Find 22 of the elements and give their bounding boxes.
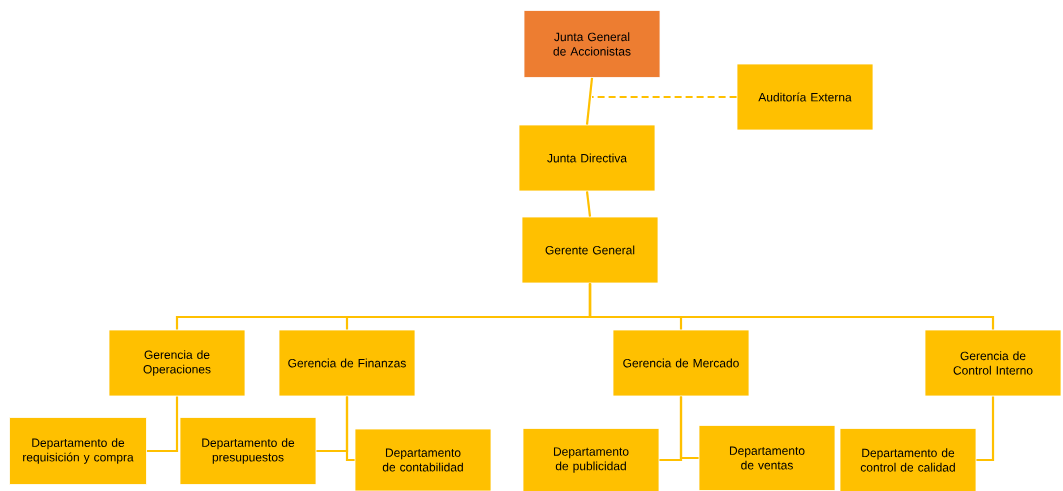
connector-line: [345, 396, 355, 462]
org-box: Departamento de ventas: [698, 425, 836, 491]
connector-line: [976, 396, 995, 462]
org-box: Gerencia de Mercado: [612, 329, 750, 397]
org-box: Gerencia de Control Interno: [924, 329, 1062, 397]
connector-line: [585, 191, 592, 217]
connector-line: [146, 396, 179, 453]
org-box: Junta Directiva: [518, 124, 656, 192]
org-box: Gerencia de Finanzas: [278, 329, 416, 397]
org-box: Gerencia de Operaciones: [108, 329, 246, 397]
connector-line: [585, 77, 594, 125]
org-box: Departamento de requisición y compra: [9, 417, 147, 485]
dashed-connector: [592, 95, 737, 99]
org-box: Gerente General: [521, 216, 659, 284]
connector-line: [588, 283, 995, 330]
org-box: Departamento de presupuestos: [179, 417, 317, 485]
org-box: Departamento de control de calidad: [839, 428, 977, 491]
connector-line: [679, 396, 699, 460]
org-box: Departamento de contabilidad: [354, 428, 492, 491]
org-box: Departamento de publicidad: [522, 428, 660, 491]
org-box: Auditoría Externa: [736, 63, 874, 131]
org-box: Junta General de Accionistas: [523, 10, 661, 78]
